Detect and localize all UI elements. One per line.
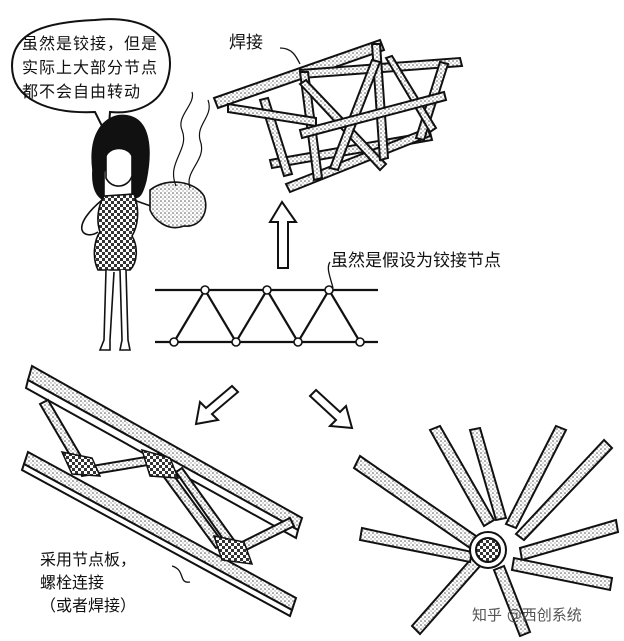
speech-line-1: 虽然是铰接，但是 xyxy=(22,32,162,56)
up-arrow xyxy=(270,202,296,268)
welded-truss-sketch xyxy=(214,40,462,192)
watermark: 知乎 @西创系统 xyxy=(472,604,582,625)
woman-figure xyxy=(82,92,209,350)
gusset-leader-line xyxy=(172,566,190,582)
arrow-down-left xyxy=(196,386,238,424)
assumed-pin-joint-label: 虽然是假设为铰接节点 xyxy=(331,246,501,271)
gusset-label-line-2: 螺栓连接 xyxy=(40,571,136,594)
weld-label: 焊接 xyxy=(229,28,263,53)
speech-line-2: 实际上大部分节点 xyxy=(22,56,162,80)
pin-jointed-truss-diagram xyxy=(155,286,378,346)
gusset-label-line-3: （或者焊接） xyxy=(40,594,136,617)
gusset-label-line-1: 采用节点板， xyxy=(40,548,136,571)
arrow-down-right xyxy=(310,390,352,428)
speech-bubble-text: 虽然是铰接，但是 实际上大部分节点 都不会自由转动 xyxy=(22,32,162,104)
weld-leader-line xyxy=(280,48,300,64)
gusset-plate-label: 采用节点板， 螺栓连接 （或者焊接） xyxy=(40,548,136,617)
speech-line-3: 都不会自由转动 xyxy=(22,80,162,104)
